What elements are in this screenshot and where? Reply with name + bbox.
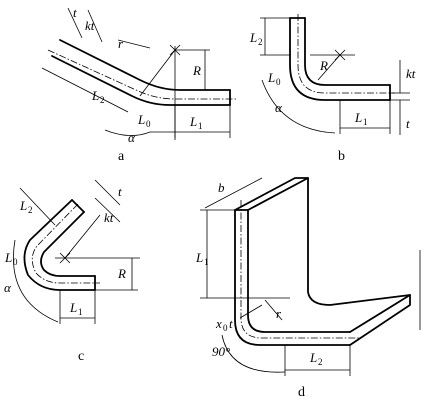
- panel-c-label-alpha: α: [4, 280, 12, 295]
- panel-d-label-L2-sub: 2: [318, 357, 323, 367]
- panel-d-back-vertical: [307, 177, 411, 306]
- panel-a-alpha-arc: [104, 129, 151, 136]
- panel-c-radius-line: [64, 214, 101, 259]
- panel-c-label-t: t: [118, 184, 122, 199]
- panel-c-outer-edge: [23, 199, 96, 291]
- panel-d-label-L1: L: [195, 250, 203, 265]
- panel-b-label-t: t: [406, 116, 410, 131]
- panel-d-label-b: b: [218, 180, 225, 195]
- panel-c-label-L0: L: [4, 250, 12, 265]
- panel-a-l2-dim: [41, 67, 129, 113]
- panel-a-label-L0-sub: 0: [146, 119, 151, 129]
- panel-a-label-kt: kt: [85, 18, 95, 33]
- panel-a-label-L2-sub: 2: [100, 95, 105, 105]
- panel-a-neutral-axis: [47, 49, 236, 100]
- panel-d-angle-arc: [221, 334, 286, 373]
- panel-d-label-x0t: x: [215, 316, 222, 331]
- panel-d-label-angle: 90°: [212, 344, 230, 359]
- panel-c-label-L2-sub: 2: [28, 205, 33, 215]
- panel-c-alpha-arc: [13, 239, 59, 323]
- panel-d-caption: d: [298, 385, 305, 400]
- panel-d-right-end: [349, 294, 411, 346]
- panel-d-label-L2: L: [309, 350, 317, 365]
- panel-d-front-vertical-inner: [247, 209, 351, 333]
- panel-b: L 2 L 0 R kt t L 1 α b: [249, 14, 416, 164]
- panel-b-label-L2-sub: 2: [258, 37, 263, 47]
- panel-b-label-kt: kt: [406, 66, 416, 81]
- panel-a-t-dim: [67, 7, 83, 39]
- panel-d-r-leader: [264, 299, 283, 321]
- panel-c-label-L1: L: [69, 300, 77, 315]
- panel-d-neutral-axis: [240, 200, 360, 339]
- panel-b-label-L2: L: [249, 30, 257, 45]
- panel-a-inner-edge: [51, 55, 231, 106]
- panel-c-label-L1-sub: 1: [78, 307, 83, 317]
- panel-a-label-R: R: [192, 63, 201, 78]
- panel-b-label-L0-sub: 0: [276, 77, 281, 87]
- panel-c-label-L2: L: [19, 198, 27, 213]
- panel-c-caption: c: [78, 349, 84, 364]
- panel-b-label-L0: L: [267, 70, 275, 85]
- panel-d-label-r: r: [276, 306, 282, 321]
- panel-c-label-R: R: [117, 266, 126, 281]
- panel-a-label-L0: L: [137, 112, 145, 127]
- panel-c-top-edge: [71, 199, 85, 213]
- panel-c: L 2 t kt L 0 R L 1 α c: [4, 179, 140, 364]
- panel-b-outer-edge: [289, 17, 391, 101]
- panel-b-label-L1: L: [354, 110, 362, 125]
- panel-c-neutral-axis: [31, 203, 100, 284]
- panel-a-label-r: r: [118, 36, 124, 51]
- panel-a-label-L2: L: [91, 88, 99, 103]
- panel-b-inner-edge: [304, 17, 391, 86]
- panel-b-alpha-arc: [261, 79, 336, 134]
- panel-a-label-L1-sub: 1: [198, 121, 203, 131]
- panel-c-l2-dim: [19, 187, 56, 226]
- panel-a-label-t: t: [73, 5, 77, 20]
- panel-c-kt-dim: [94, 197, 121, 223]
- panel-a-r-leader: [117, 39, 151, 49]
- panel-b-label-R: R: [319, 58, 328, 73]
- panel-a-outer-edge: [59, 39, 231, 91]
- panel-b-label-alpha: α: [275, 100, 283, 115]
- panel-d-label-L1-sub: 1: [204, 257, 209, 267]
- panel-d: b L 1 x 0 t r 90° L 2 d: [195, 177, 421, 400]
- panel-d-label-x0t-sub: 0: [223, 323, 228, 333]
- panel-d-label-x0t-t: t: [229, 316, 233, 331]
- panel-b-neutral-axis: [297, 14, 395, 94]
- panel-c-inner-edge: [40, 211, 96, 277]
- panel-d-top-face: [234, 177, 309, 211]
- panel-a-kt-dim: [87, 9, 103, 43]
- panel-b-radius-line: [317, 54, 341, 81]
- panel-a-label-L1: L: [189, 114, 197, 129]
- panel-a: t kt r R L 2 L 0 L 1 α a: [41, 5, 236, 164]
- panel-d-x0t-leader: [239, 304, 263, 319]
- panel-b-label-L1-sub: 1: [363, 117, 368, 127]
- panel-d-front-vertical-outer: [234, 209, 351, 346]
- panel-b-caption: b: [338, 149, 345, 164]
- panel-a-label-alpha: α: [128, 130, 136, 145]
- panel-c-label-kt: kt: [104, 210, 114, 225]
- panel-d-b-dim: [204, 177, 263, 209]
- panel-c-t-dim: [94, 179, 121, 206]
- panel-a-caption: a: [118, 149, 125, 164]
- panel-c-label-L0-sub: 0: [13, 257, 18, 267]
- panel-a-radius-line: [139, 49, 176, 97]
